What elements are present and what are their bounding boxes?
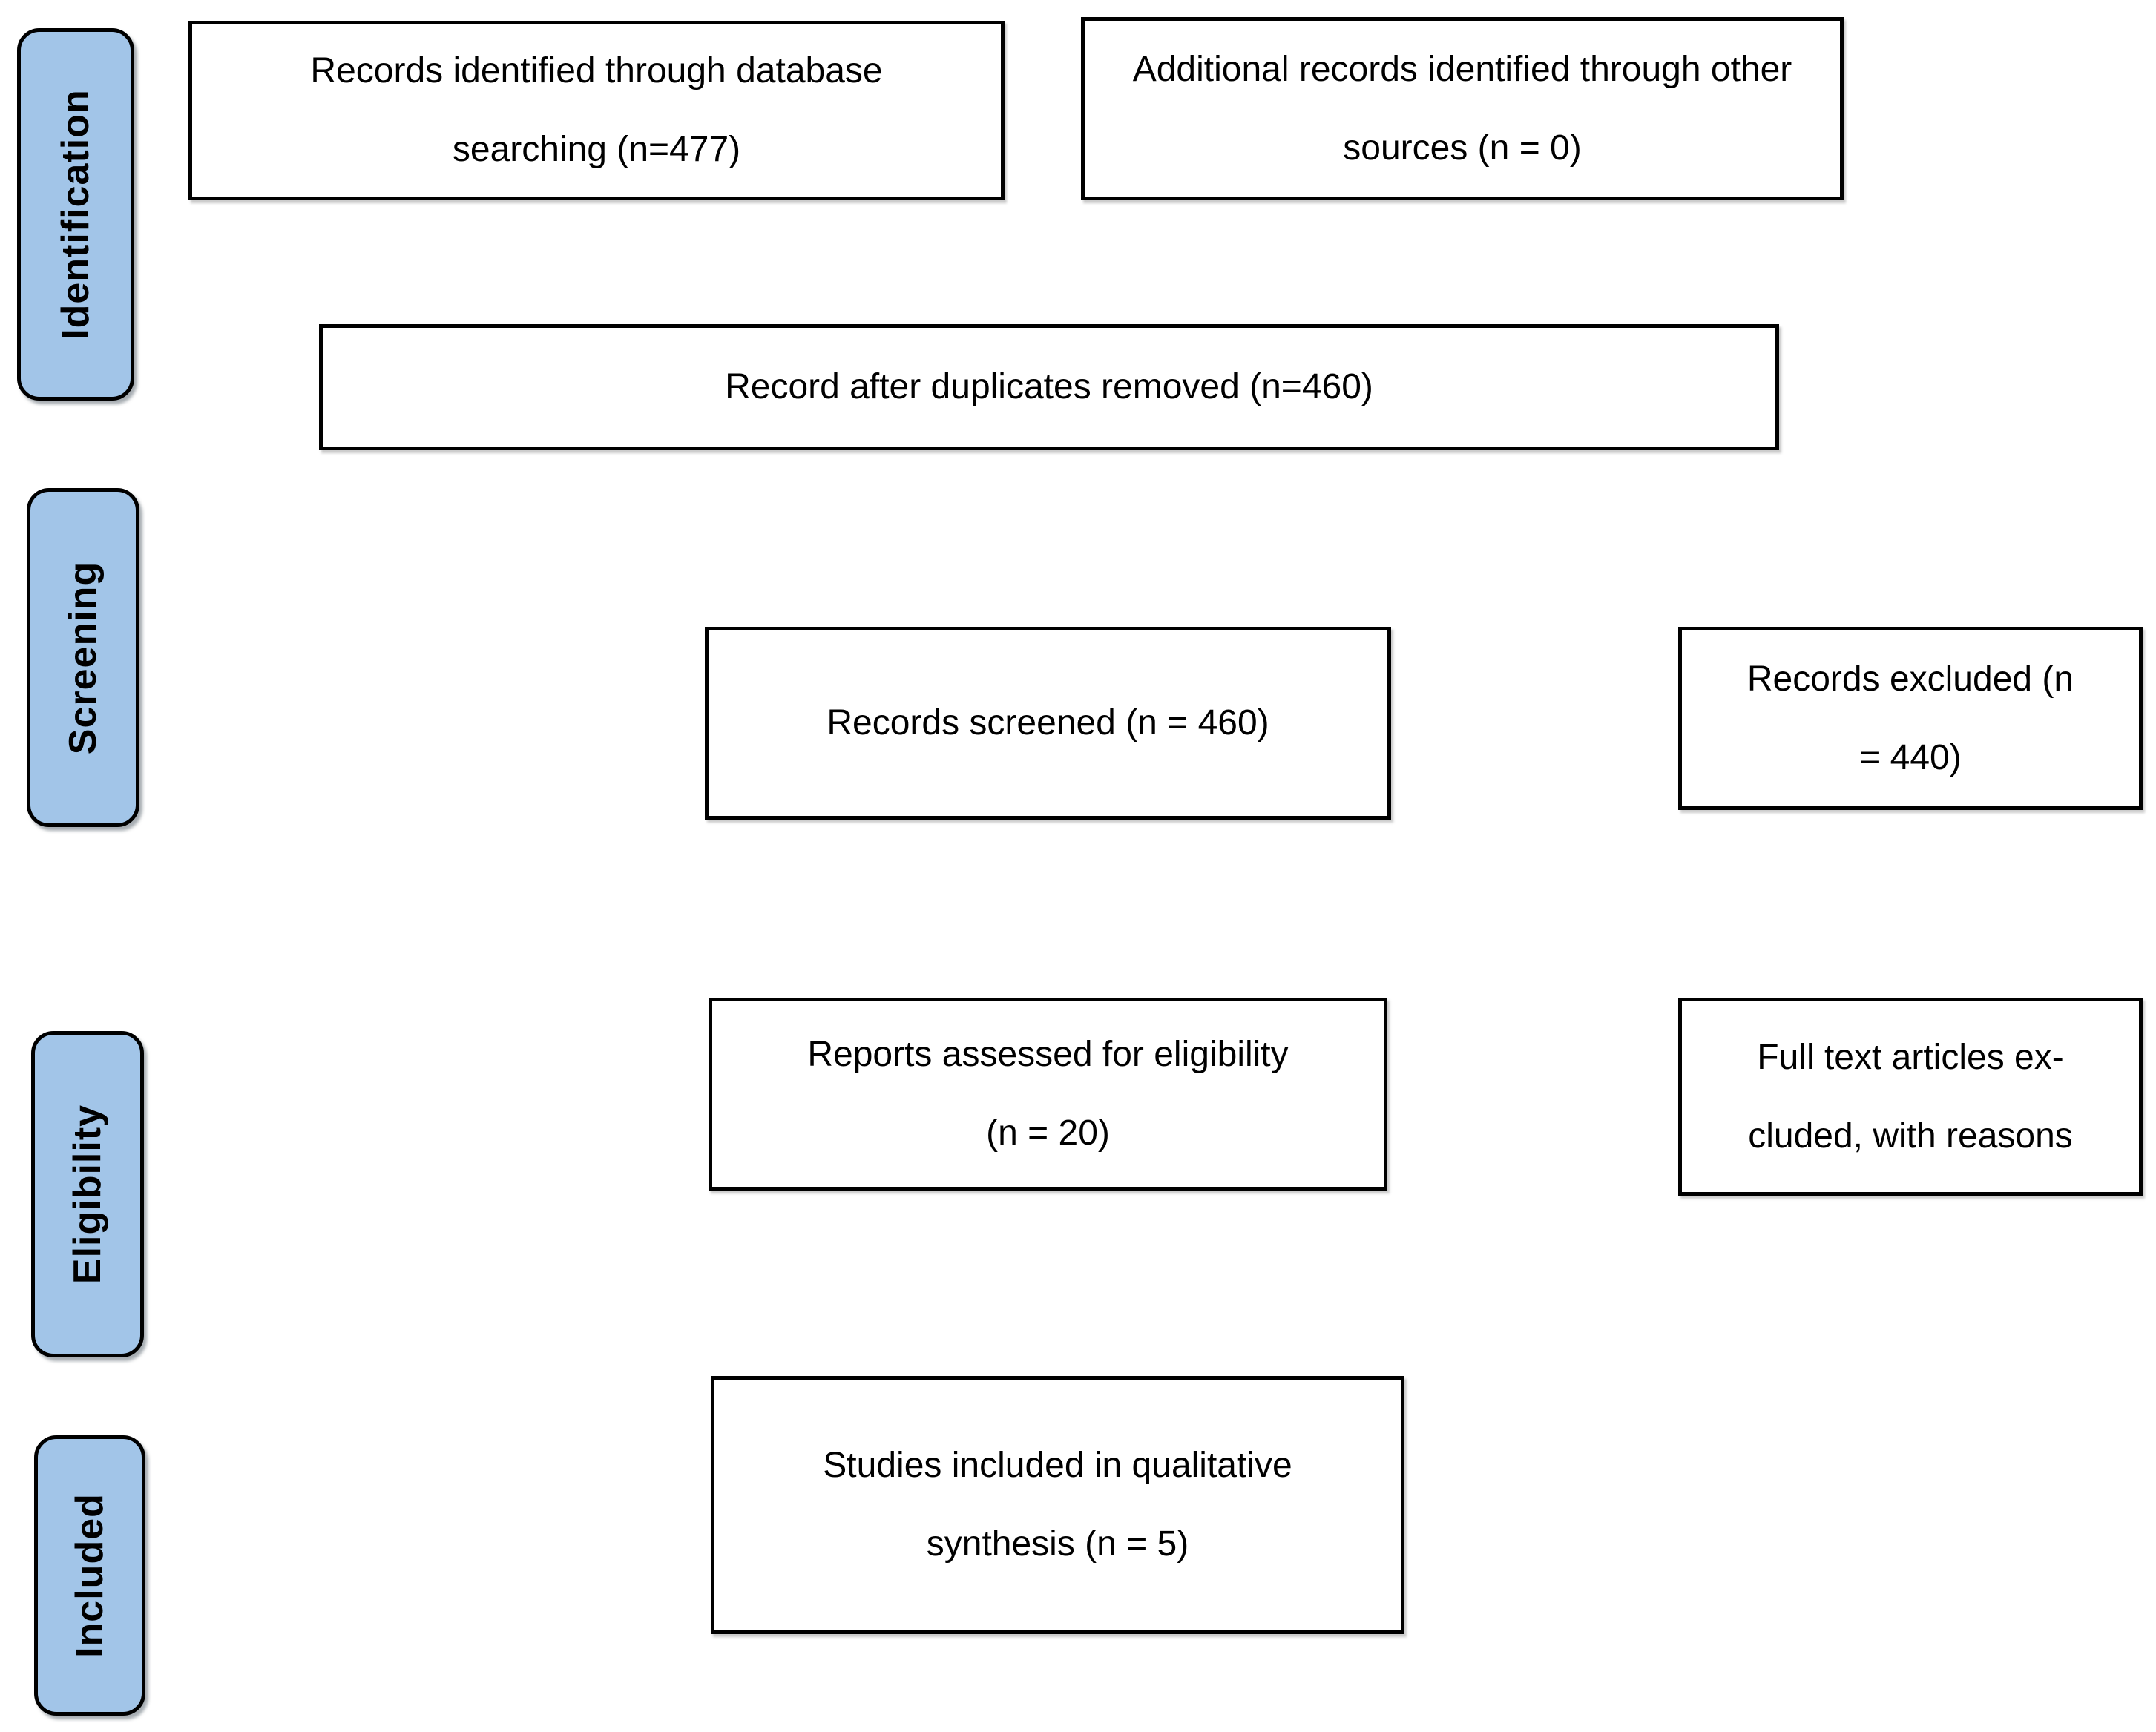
box-reports-assessed-line2: (n = 20) [986, 1113, 1110, 1153]
stage-screening-label: Screening [62, 561, 105, 754]
box-fulltext-excluded: Full text articles ex- cluded, with reas… [1678, 998, 2143, 1196]
box-duplicates-removed-line1: Record after duplicates removed (n=460) [725, 367, 1373, 406]
box-fulltext-excluded-line1: Full text articles ex- [1757, 1037, 2064, 1077]
box-records-screened-line1: Records screened (n = 460) [826, 703, 1269, 742]
box-records-excluded-line1: Records excluded (n [1746, 659, 2074, 699]
stage-screening: Screening [27, 488, 139, 827]
stage-identification-label: Identification [54, 89, 97, 340]
box-additional-records-line2: sources (n = 0) [1343, 128, 1582, 168]
box-records-identified-line1: Records identified through database [310, 51, 883, 90]
stage-identification: Identification [17, 28, 134, 401]
box-records-excluded: Records excluded (n = 440) [1678, 627, 2143, 810]
box-studies-included-line2: synthesis (n = 5) [926, 1524, 1189, 1564]
box-reports-assessed: Reports assessed for eligibility (n = 20… [709, 998, 1387, 1191]
stage-included-label: Included [68, 1493, 112, 1658]
box-studies-included: Studies included in qualitative synthesi… [711, 1376, 1404, 1634]
box-records-identified: Records identified through database sear… [188, 21, 1005, 200]
stage-eligibility-label: Eligibility [66, 1104, 110, 1285]
box-duplicates-removed: Record after duplicates removed (n=460) [319, 324, 1779, 450]
box-records-screened: Records screened (n = 460) [705, 627, 1391, 820]
box-additional-records-line1: Additional records identified through ot… [1132, 49, 1792, 89]
box-additional-records: Additional records identified through ot… [1081, 17, 1844, 200]
box-studies-included-line1: Studies included in qualitative [823, 1446, 1292, 1485]
box-records-excluded-line2: = 440) [1859, 737, 1962, 777]
box-fulltext-excluded-line2: cluded, with reasons [1748, 1116, 2073, 1156]
box-records-identified-line2: searching (n=477) [452, 130, 741, 169]
stage-eligibility: Eligibility [31, 1031, 144, 1357]
box-reports-assessed-line1: Reports assessed for eligibility [807, 1035, 1289, 1074]
stage-included: Included [34, 1435, 145, 1716]
